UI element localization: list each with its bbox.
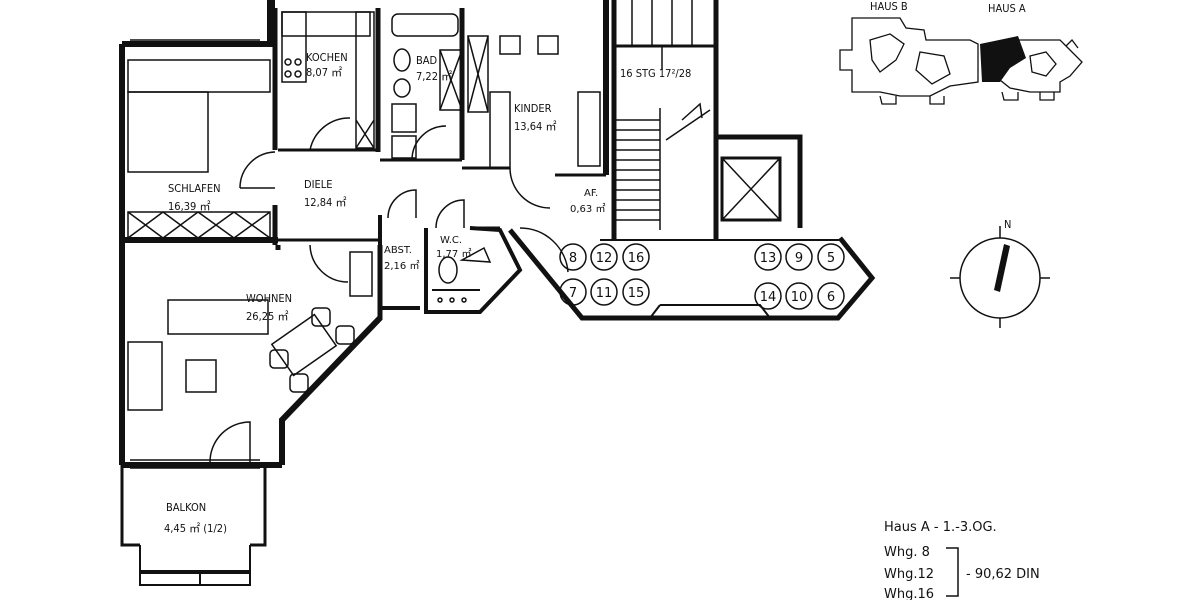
unit-circle (559, 243, 587, 271)
walls (119, 0, 876, 586)
room-name-af: AF. (584, 188, 598, 199)
legend-unit: Whg.12 (884, 567, 934, 582)
unit-circles-left (559, 243, 650, 306)
unit-number: 9 (795, 251, 803, 266)
north-arrow-icon (994, 244, 1010, 292)
fixtures (122, 0, 711, 469)
unit-circle (754, 243, 782, 271)
unit-number: 5 (827, 251, 835, 266)
room-area-wohnen: 26,25 ㎡ (246, 310, 288, 323)
legend-unit: Whg.16 (884, 587, 934, 600)
unit-number: 13 (760, 251, 777, 266)
unit-number: 16 (628, 251, 645, 266)
unit-circle (559, 278, 587, 306)
legend-bracket (946, 547, 959, 597)
unit-circle (754, 282, 782, 310)
room-name-diele: DIELE (304, 178, 333, 191)
room-area-af: 0,63 ㎡ (570, 203, 605, 215)
room-name-kochen: KOCHEN (306, 51, 348, 64)
unit-circle (785, 243, 813, 271)
haus-a-label: HAUS A (988, 2, 1026, 15)
unit-number: 11 (596, 286, 613, 301)
room-name-wohnen: WOHNEN (246, 292, 292, 305)
north-arrow (950, 226, 1050, 328)
haus-a-highlight (980, 36, 1026, 82)
haus-b-label: HAUS B (870, 0, 908, 13)
unit-number: 8 (569, 251, 577, 266)
legend-title: Haus A - 1.-3.OG. (884, 520, 997, 535)
unit-circle (817, 243, 845, 271)
room-area-schlafen: 16,39 ㎡ (168, 200, 210, 213)
unit-circle (785, 282, 813, 310)
legend-area: - 90,62 DIN (966, 567, 1040, 582)
room-area-kochen: 8,07 ㎡ (306, 66, 342, 79)
unit-circle (590, 278, 618, 306)
room-area-balkon: 4,45 ㎡ (1/2) (164, 522, 227, 535)
unit-number: 7 (569, 286, 577, 301)
unit-circles-right (754, 243, 845, 310)
legend: Haus A - 1.-3.OG. Whg. 8 Whg.12 Whg.16 -… (884, 520, 1040, 600)
north-label: N (1004, 218, 1011, 231)
unit-number: 15 (628, 286, 645, 301)
stair-label: 16 STG 17²/28 (620, 67, 691, 80)
unit-number: 6 (827, 290, 835, 305)
room-name-kinder: KINDER (514, 102, 552, 115)
room-name-bad: BAD (416, 54, 438, 67)
room-name-wc: W.C. (440, 235, 462, 246)
room-name-balkon: BALKON (166, 501, 206, 514)
unit-number: 14 (760, 290, 777, 305)
room-area-diele: 12,84 ㎡ (304, 196, 346, 209)
unit-number: 10 (791, 290, 808, 305)
unit-circle (817, 282, 845, 310)
room-name-schlafen: SCHLAFEN (168, 182, 221, 195)
site-key-plan (839, 17, 1083, 105)
unit-circle (590, 243, 618, 271)
room-area-kinder: 13,64 ㎡ (514, 120, 556, 133)
legend-unit: Whg. 8 (884, 545, 930, 560)
room-name-abst: ABST. (384, 245, 412, 256)
unit-circle (622, 278, 650, 306)
room-area-abst: 2,16 ㎡ (384, 260, 419, 272)
unit-number: 12 (596, 251, 613, 266)
unit-circle (622, 243, 650, 271)
room-area-wc: 1,77 ㎡ (436, 248, 471, 260)
room-area-bad: 7,22 ㎡ (416, 70, 452, 83)
